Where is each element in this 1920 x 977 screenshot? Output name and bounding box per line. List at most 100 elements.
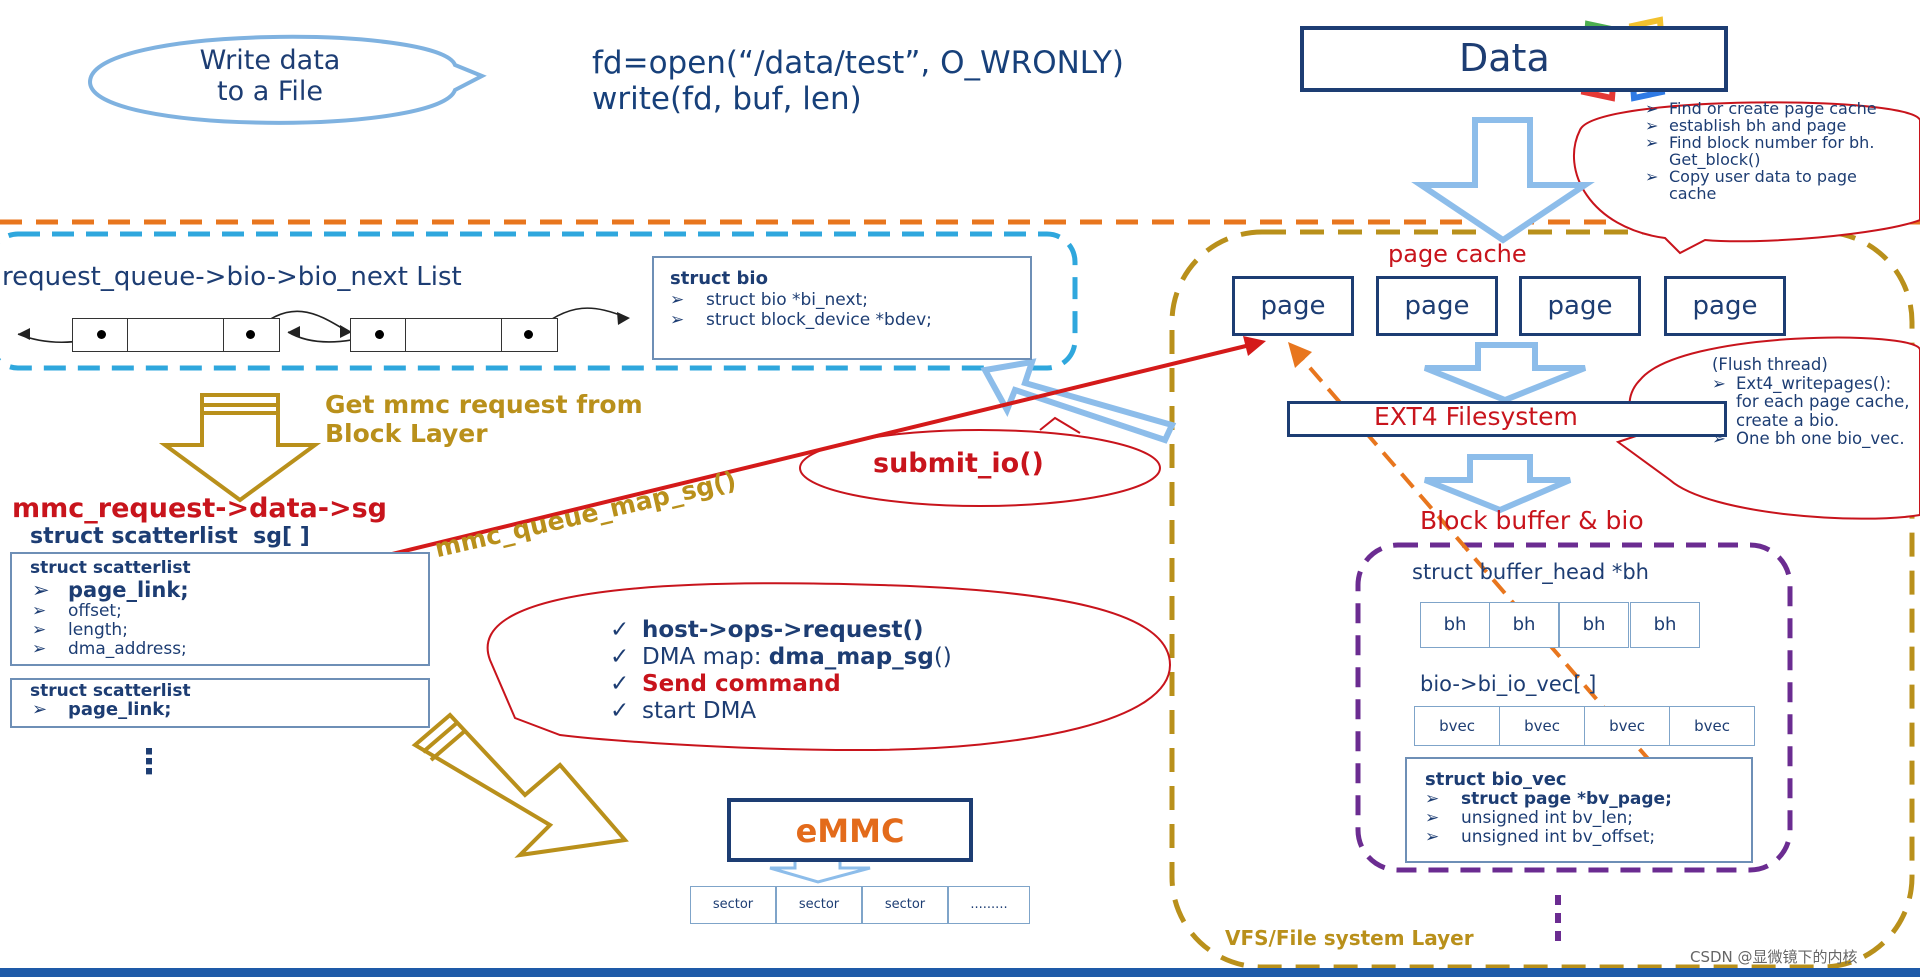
scatterlist-title: struct scatterlist xyxy=(30,681,191,701)
page-box: page xyxy=(1232,276,1354,336)
scatterlist-field: length; xyxy=(32,621,189,641)
page-label: page xyxy=(1404,291,1470,321)
page-label: page xyxy=(1260,291,1326,321)
bh-cell: bh xyxy=(1489,602,1559,648)
bh-cell: bh xyxy=(1559,602,1629,648)
bio-list-node xyxy=(72,318,280,352)
note-item: Copy user data to page cache xyxy=(1645,168,1905,202)
emmc-sector: sector xyxy=(690,886,776,924)
get-request-label: Get mmc request from Block Layer xyxy=(325,390,643,448)
footer-bar xyxy=(0,968,1920,977)
flush-thread-list: Ext4_writepages(): for each page cache, … xyxy=(1712,374,1917,449)
ext4-box: EXT4 Filesystem xyxy=(1287,401,1727,437)
struct-bio-title: struct bio xyxy=(670,268,768,289)
vfs-layer-label: VFS/File system Layer xyxy=(1225,926,1474,950)
vfs-more-dots xyxy=(1555,895,1561,941)
scatterlist-box-1: struct scatterlist page_link; offset; le… xyxy=(10,552,430,666)
flush-thread-item: Ext4_writepages(): for each page cache, … xyxy=(1712,374,1917,431)
scatterlist-fields: page_link; xyxy=(32,700,171,721)
buffer-head-label: struct buffer_head *bh xyxy=(1412,560,1649,584)
host-ops-item: DMA map: dma_map_sg() xyxy=(610,644,952,671)
page-cache-note: Find or create page cache establish bh a… xyxy=(1645,100,1905,202)
host-ops-item: start DMA xyxy=(610,698,952,725)
node-pointer-dot xyxy=(97,330,106,339)
block-buffer-label: Block buffer & bio xyxy=(1420,506,1644,535)
bio-vec-array-label: bio->bi_io_vec[ ] xyxy=(1420,672,1597,696)
scatterlist-field: page_link; xyxy=(32,578,189,602)
bio-vec-field: struct page *bv_page; xyxy=(1425,790,1672,810)
host-ops-item: host->ops->request() xyxy=(610,617,952,644)
bvec-cell: bvec xyxy=(1499,706,1585,746)
bio-vec-field: unsigned int bv_offset; xyxy=(1425,828,1672,848)
data-label: Data xyxy=(1459,36,1550,80)
ext4-to-block-buffer-arrow xyxy=(1423,454,1572,514)
submit-io-label: submit_io() xyxy=(873,448,1044,479)
get-request-arrow xyxy=(158,393,322,503)
emmc-sector: ......... xyxy=(948,886,1030,924)
struct-bio-field: struct bio *bi_next; xyxy=(670,290,932,310)
write-call: write(fd, buf, len) xyxy=(592,81,862,117)
get-request-line2: Block Layer xyxy=(325,419,488,448)
bio-vec-struct-title: struct bio_vec xyxy=(1425,769,1567,790)
page-box: page xyxy=(1376,276,1498,336)
page-label: page xyxy=(1547,291,1613,321)
page-box: page xyxy=(1519,276,1641,336)
write-data-line1: Write data xyxy=(199,45,341,76)
mmc-request-sg-label: mmc_request->data->sg xyxy=(12,493,387,524)
submit-io-bubble xyxy=(799,429,1161,507)
emmc-sector: sector xyxy=(862,886,948,924)
vfs-layer-region xyxy=(1169,229,1915,970)
scatterlist-field: offset; xyxy=(32,602,189,622)
ext4-label: EXT4 Filesystem xyxy=(1374,402,1578,431)
data-box: Data xyxy=(1300,26,1728,92)
bh-cell: bh xyxy=(1420,602,1490,648)
flush-thread-item: One bh one bio_vec. xyxy=(1712,429,1917,449)
bio-vec-struct-fields: struct page *bv_page; unsigned int bv_le… xyxy=(1425,790,1672,848)
emmc-sector: sector xyxy=(776,886,862,924)
scatterlist-title: struct scatterlist xyxy=(30,558,191,578)
node-pointer-dot xyxy=(524,330,533,339)
scatterlist-ellipsis: ⋮ xyxy=(132,742,166,782)
scatterlist-array-label: struct scatterlist sg[ ] xyxy=(30,524,310,549)
page-box: page xyxy=(1664,276,1786,336)
emmc-box: eMMC xyxy=(727,798,973,862)
write-data-line2: to a File xyxy=(217,76,323,107)
page-cache-note-list: Find or create page cache establish bh a… xyxy=(1645,100,1905,202)
bio-list-title: request_queue->bio->bio_next List xyxy=(2,262,462,292)
note-item: Find block number for bh. Get_block() xyxy=(1645,134,1905,168)
note-item: Find or create page cache xyxy=(1645,100,1905,117)
page-to-ext4-arrow xyxy=(1423,342,1587,404)
node-pointer-dot xyxy=(246,330,255,339)
block-buffer-region xyxy=(1355,542,1793,873)
note-item: establish bh and page xyxy=(1645,117,1905,134)
page-cache-label: page cache xyxy=(1388,240,1527,268)
scatterlist-fields: page_link; offset; length; dma_address; xyxy=(32,578,189,659)
scatterlist-field: dma_address; xyxy=(32,640,189,660)
bio-vec-field: unsigned int bv_len; xyxy=(1425,809,1672,829)
emmc-label: eMMC xyxy=(795,812,905,850)
open-call: fd=open(“/data/test”, O_WRONLY) xyxy=(592,45,1124,81)
flush-thread-note: (Flush thread) Ext4_writepages(): for ea… xyxy=(1712,355,1917,449)
submit-io-arrow xyxy=(980,358,1177,444)
flush-thread-title: (Flush thread) xyxy=(1712,355,1828,374)
struct-bio-fields: struct bio *bi_next; struct block_device… xyxy=(670,290,932,330)
block-layer-region xyxy=(0,231,1078,371)
bio-list-node xyxy=(350,318,558,352)
page-label: page xyxy=(1692,291,1758,321)
emmc-arrow xyxy=(411,712,629,858)
syscall-code: fd=open(“/data/test”, O_WRONLY) write(fd… xyxy=(592,45,1124,117)
bvec-cell: bvec xyxy=(1584,706,1670,746)
write-data-bubble-text: Write data to a File xyxy=(150,45,390,107)
bio-vec-struct-box: struct bio_vec struct page *bv_page; uns… xyxy=(1405,757,1753,863)
host-ops-item: Send command xyxy=(610,671,952,698)
get-request-line1: Get mmc request from xyxy=(325,390,643,419)
data-down-arrow xyxy=(1411,117,1595,244)
bh-cell: bh xyxy=(1630,602,1700,648)
list-link-arrows xyxy=(17,307,629,344)
scatterlist-field: page_link; xyxy=(32,700,171,721)
watermark-text: CSDN @显微镜下的内核 xyxy=(1690,948,1858,966)
scatterlist-box-2: struct scatterlist page_link; xyxy=(10,678,430,728)
struct-bio-field: struct block_device *bdev; xyxy=(670,310,932,330)
bvec-cell: bvec xyxy=(1414,706,1500,746)
bvec-cell: bvec xyxy=(1669,706,1755,746)
